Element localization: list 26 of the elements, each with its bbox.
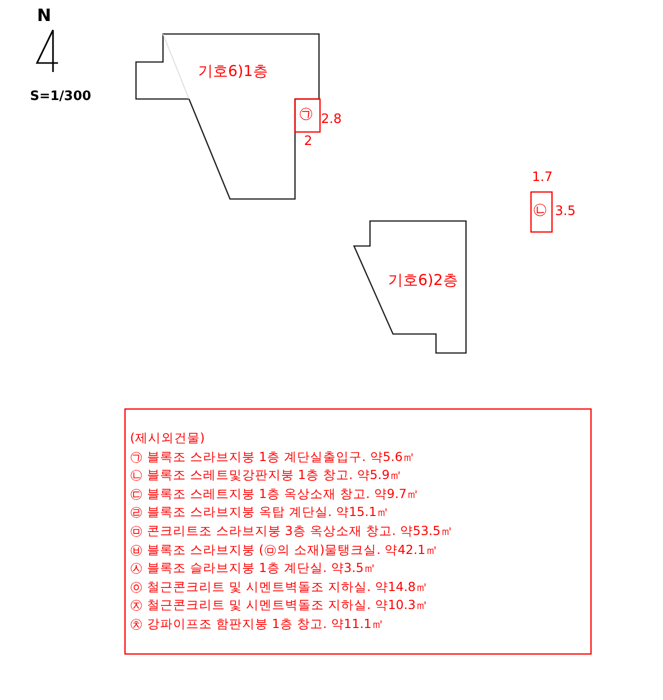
legend-item: ㉤ 콘크리트조 스라브지붕 3층 옥상소재 창고. 약53.5㎡ xyxy=(130,523,454,538)
scale-label: S=1/300 xyxy=(30,90,92,103)
dimension-label: 1.7 xyxy=(532,171,553,184)
building-outline xyxy=(354,221,466,354)
legend-item: ㉥ 블록조 스라브지붕 (㉤의 소재)물탱크실. 약42.1㎡ xyxy=(130,542,438,557)
legend-item: ㉡ 블록조 스레트및강판지붕 1층 창고. 약5.9㎡ xyxy=(130,467,403,482)
legend-item: ㉠ 블록조 스라브지붕 1층 계단실출입구. 약5.6㎡ xyxy=(130,448,416,464)
structure-box xyxy=(531,192,552,232)
legend-panel xyxy=(125,409,591,654)
structure-box xyxy=(295,99,320,132)
legend-item: ㉧ 철근콘크리트 및 시멘트벽돌조 지하실. 약14.8㎡ xyxy=(130,578,429,594)
building-label: 기호6)1층 xyxy=(198,64,268,79)
structure-symbol: ㉠ xyxy=(299,107,313,121)
legend-item: ㉢ 블록조 스레트지붕 1층 옥상소재 창고. 약9.7㎡ xyxy=(130,486,420,501)
dimension-label: 2.8 xyxy=(321,113,342,126)
building-outline xyxy=(136,34,320,200)
legend-item: ㉨ 철근콘크리트 및 시멘트벽돌조 지하실. 약10.3㎡ xyxy=(130,597,429,612)
legend-heading: (제시외건물) xyxy=(130,430,205,445)
building-label: 기호6)2층 xyxy=(388,273,458,288)
legend-item: ㉦ 블록조 슬라브지붕 1층 계단실. 약3.5㎡ xyxy=(130,560,377,576)
legend-item: ㉣ 블록조 스라브지붕 옥탑 계단실. 약15.1㎡ xyxy=(130,504,390,520)
legend-item: ㉩ 강파이프조 함판지붕 1층 창고. 약11.1㎡ xyxy=(130,616,385,631)
north-label: N xyxy=(37,8,52,25)
dimension-label: 3.5 xyxy=(555,205,576,218)
dimension-label: 2 xyxy=(304,135,312,148)
structure-symbol: ㉡ xyxy=(533,203,547,217)
